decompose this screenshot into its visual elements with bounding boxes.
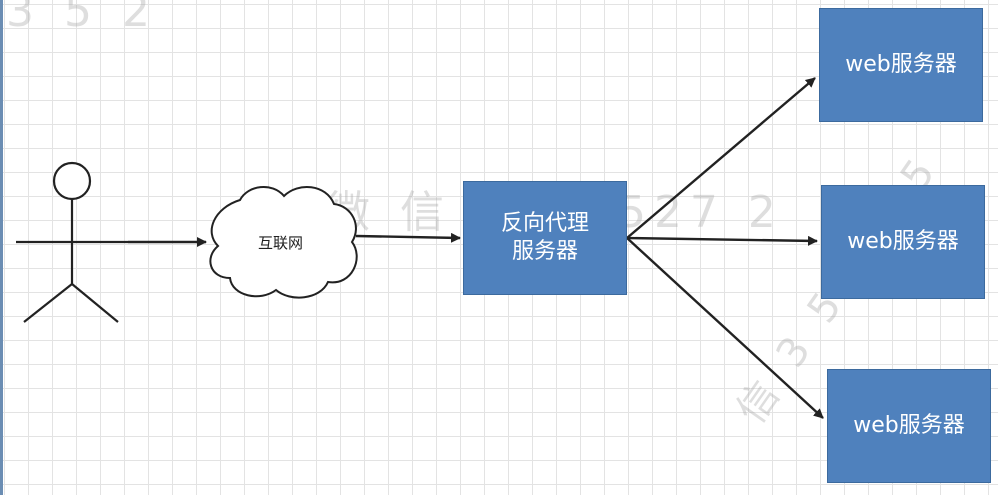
web-server-box-3: web服务器	[827, 369, 991, 483]
user-stick-figure-icon	[16, 161, 128, 323]
cloud-icon	[209, 185, 358, 299]
web-server-box-2: web服务器	[821, 185, 985, 299]
connectors	[128, 77, 824, 419]
web-server-label-3: web服务器	[853, 413, 965, 438]
web-server-box-1: web服务器	[819, 8, 983, 122]
proxy-label-line2: 服务器	[511, 239, 578, 264]
web-server-label-1: web服务器	[845, 52, 957, 77]
arrow-internet-to-proxy	[355, 232, 461, 243]
arrow-proxy-to-web3	[626, 237, 824, 419]
internet-label: 互联网	[258, 234, 304, 252]
reverse-proxy-server-box: 反向代理 服务器	[463, 181, 627, 295]
arrow-proxy-to-web1	[626, 77, 816, 239]
web-server-label-2: web服务器	[847, 229, 959, 254]
proxy-label-line1: 反向代理	[500, 211, 589, 236]
watermark-top: 3 5 2	[6, 0, 158, 37]
left-edge-bar	[0, 0, 3, 495]
arrow-proxy-to-web2	[626, 235, 818, 246]
